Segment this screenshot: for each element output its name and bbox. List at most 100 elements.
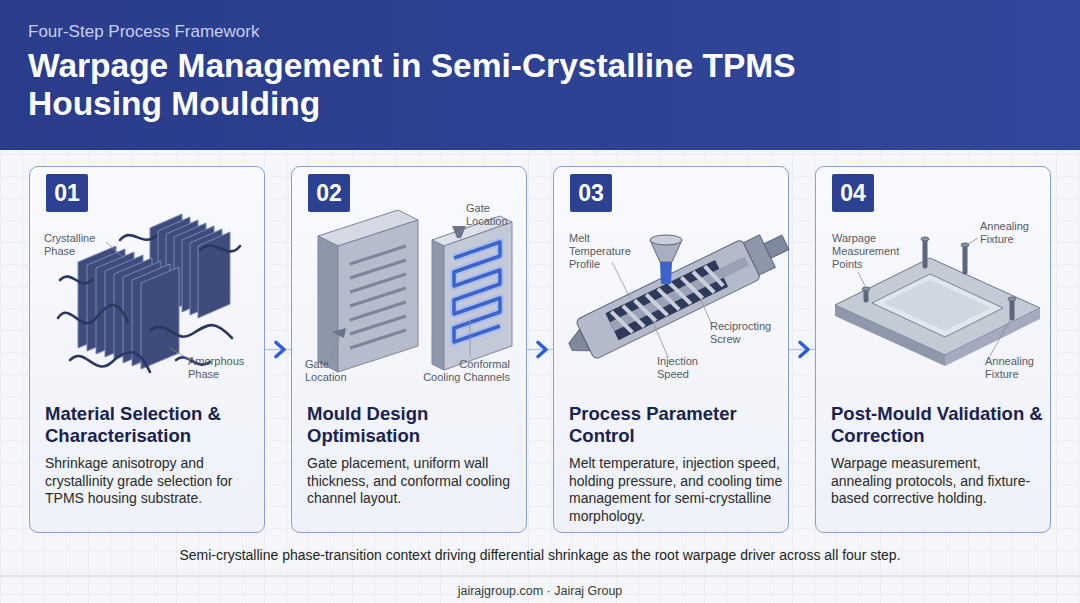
screw-flight	[635, 296, 656, 326]
cavity-slot	[350, 246, 406, 348]
injection-unit-illustration	[561, 222, 795, 366]
screw-flight	[611, 263, 724, 337]
step-badge: 01	[46, 174, 88, 212]
injection-barrel	[605, 260, 728, 340]
part-label: Warpage Measurement Points	[832, 232, 907, 271]
screw-flight	[623, 302, 644, 332]
screw-flight	[646, 290, 667, 320]
cavity-slot	[350, 330, 406, 348]
housing-part	[884, 280, 991, 331]
leader-line	[170, 348, 190, 360]
crystalline-lamella	[87, 249, 125, 351]
grid-texture	[0, 150, 1080, 603]
injection-barrel	[565, 329, 590, 358]
leader-line	[106, 226, 1010, 360]
amorphous-chain	[200, 246, 240, 252]
cooling-channel-glow	[454, 242, 500, 342]
crystalline-lamella	[96, 252, 134, 354]
screw-flight	[670, 279, 691, 309]
footer-rule	[0, 576, 1080, 577]
cavity-slot	[350, 302, 406, 320]
crystalline-lamella	[166, 220, 198, 306]
footer-credit: jairajgroup.com · Jairaj Group	[0, 584, 1080, 599]
screw-flight	[611, 307, 632, 337]
hopper	[650, 235, 682, 245]
kicker-text: Four-Step Process Framework	[28, 22, 448, 42]
step-heading: Process Parameter Control	[569, 403, 783, 447]
crystalline-lamella	[198, 232, 230, 318]
part-label: Crystalline Phase	[44, 232, 114, 258]
gate-sprue	[332, 328, 346, 338]
hopper	[650, 235, 682, 284]
cavity-slot	[350, 274, 406, 292]
crystalline-lamella	[132, 264, 170, 366]
crystalline-lamella	[78, 246, 116, 348]
injection-barrel	[764, 235, 789, 258]
amorphous-chain	[120, 235, 156, 240]
crystalline-lamella	[158, 217, 190, 303]
leader-line	[858, 272, 866, 288]
part-label: Melt Temperature Profile	[569, 232, 641, 271]
measurement-pin	[864, 290, 869, 300]
step-card: Process Parameter ControlMelt temperatur…	[553, 166, 789, 533]
leader-line	[470, 320, 471, 357]
step-connector	[265, 349, 291, 350]
mould-half	[318, 210, 512, 372]
part-label: Gate Location	[466, 202, 526, 228]
measurement-pin	[963, 246, 968, 272]
part-label: Annealing Fixture	[980, 220, 1040, 246]
amorphous-chain	[60, 277, 92, 284]
leader-line	[106, 242, 124, 258]
leader-line	[612, 262, 630, 298]
screw-flight	[705, 263, 724, 290]
leader-line	[652, 320, 668, 357]
mould-half	[444, 222, 512, 370]
step-description: Shrinkage anisotropy and crystallinity g…	[45, 455, 259, 508]
step-number: 04	[832, 174, 874, 212]
part-label: Annealing Fixture	[985, 355, 1045, 381]
injection-barrel	[561, 222, 795, 366]
crystalline-lamella	[141, 267, 179, 369]
annealing-fixture-illustration	[835, 258, 1040, 355]
step-heading: Material Selection & Characterisation	[45, 403, 259, 447]
part-label: Gate Location	[305, 358, 365, 384]
step-description: Gate placement, uniform wall thickness, …	[307, 455, 521, 508]
housing-part	[872, 274, 1003, 337]
step-number: 02	[308, 174, 350, 212]
screw-flight	[693, 267, 714, 297]
pin-cap	[961, 243, 969, 247]
crystalline-lamella	[150, 214, 182, 300]
amorphous-chain	[70, 352, 150, 372]
part-label: Injection Speed	[657, 355, 717, 381]
part-label: Conformal Cooling Channels	[420, 358, 510, 384]
annealing-fixture-illustration	[835, 305, 945, 366]
crystalline-lamella	[190, 229, 222, 315]
crystalline-lamella	[78, 214, 230, 369]
crystalline-lamella	[174, 223, 206, 309]
screw-flight	[681, 273, 702, 303]
mould-half	[318, 210, 418, 246]
cavity-slot	[350, 246, 406, 264]
crystalline-lamella	[105, 255, 143, 357]
cavity-slot	[350, 288, 406, 306]
page-title: Warpage Management in Semi-Crystalline T…	[28, 47, 818, 123]
step-heading: Mould Design Optimisation	[307, 403, 521, 447]
crystalline-lamella	[123, 261, 161, 363]
leader-line	[330, 336, 340, 360]
amorphous-chain	[150, 325, 232, 338]
header-band	[0, 0, 1080, 150]
measurement-pin	[923, 240, 928, 266]
pin-cap	[1008, 297, 1016, 301]
step-description: Warpage measurement, annealing protocols…	[831, 455, 1045, 508]
step-description: Melt temperature, injection speed, holdi…	[569, 455, 783, 525]
step-card: Material Selection & CharacterisationShr…	[29, 166, 265, 533]
crystalline-lamella	[182, 226, 214, 312]
step-heading: Post-Mould Validation & Correction	[831, 403, 1045, 447]
part-label: Amorphous Phase	[188, 355, 258, 381]
amorphous-chain	[58, 235, 240, 372]
step-badge: 02	[308, 174, 350, 212]
hopper	[650, 240, 682, 262]
